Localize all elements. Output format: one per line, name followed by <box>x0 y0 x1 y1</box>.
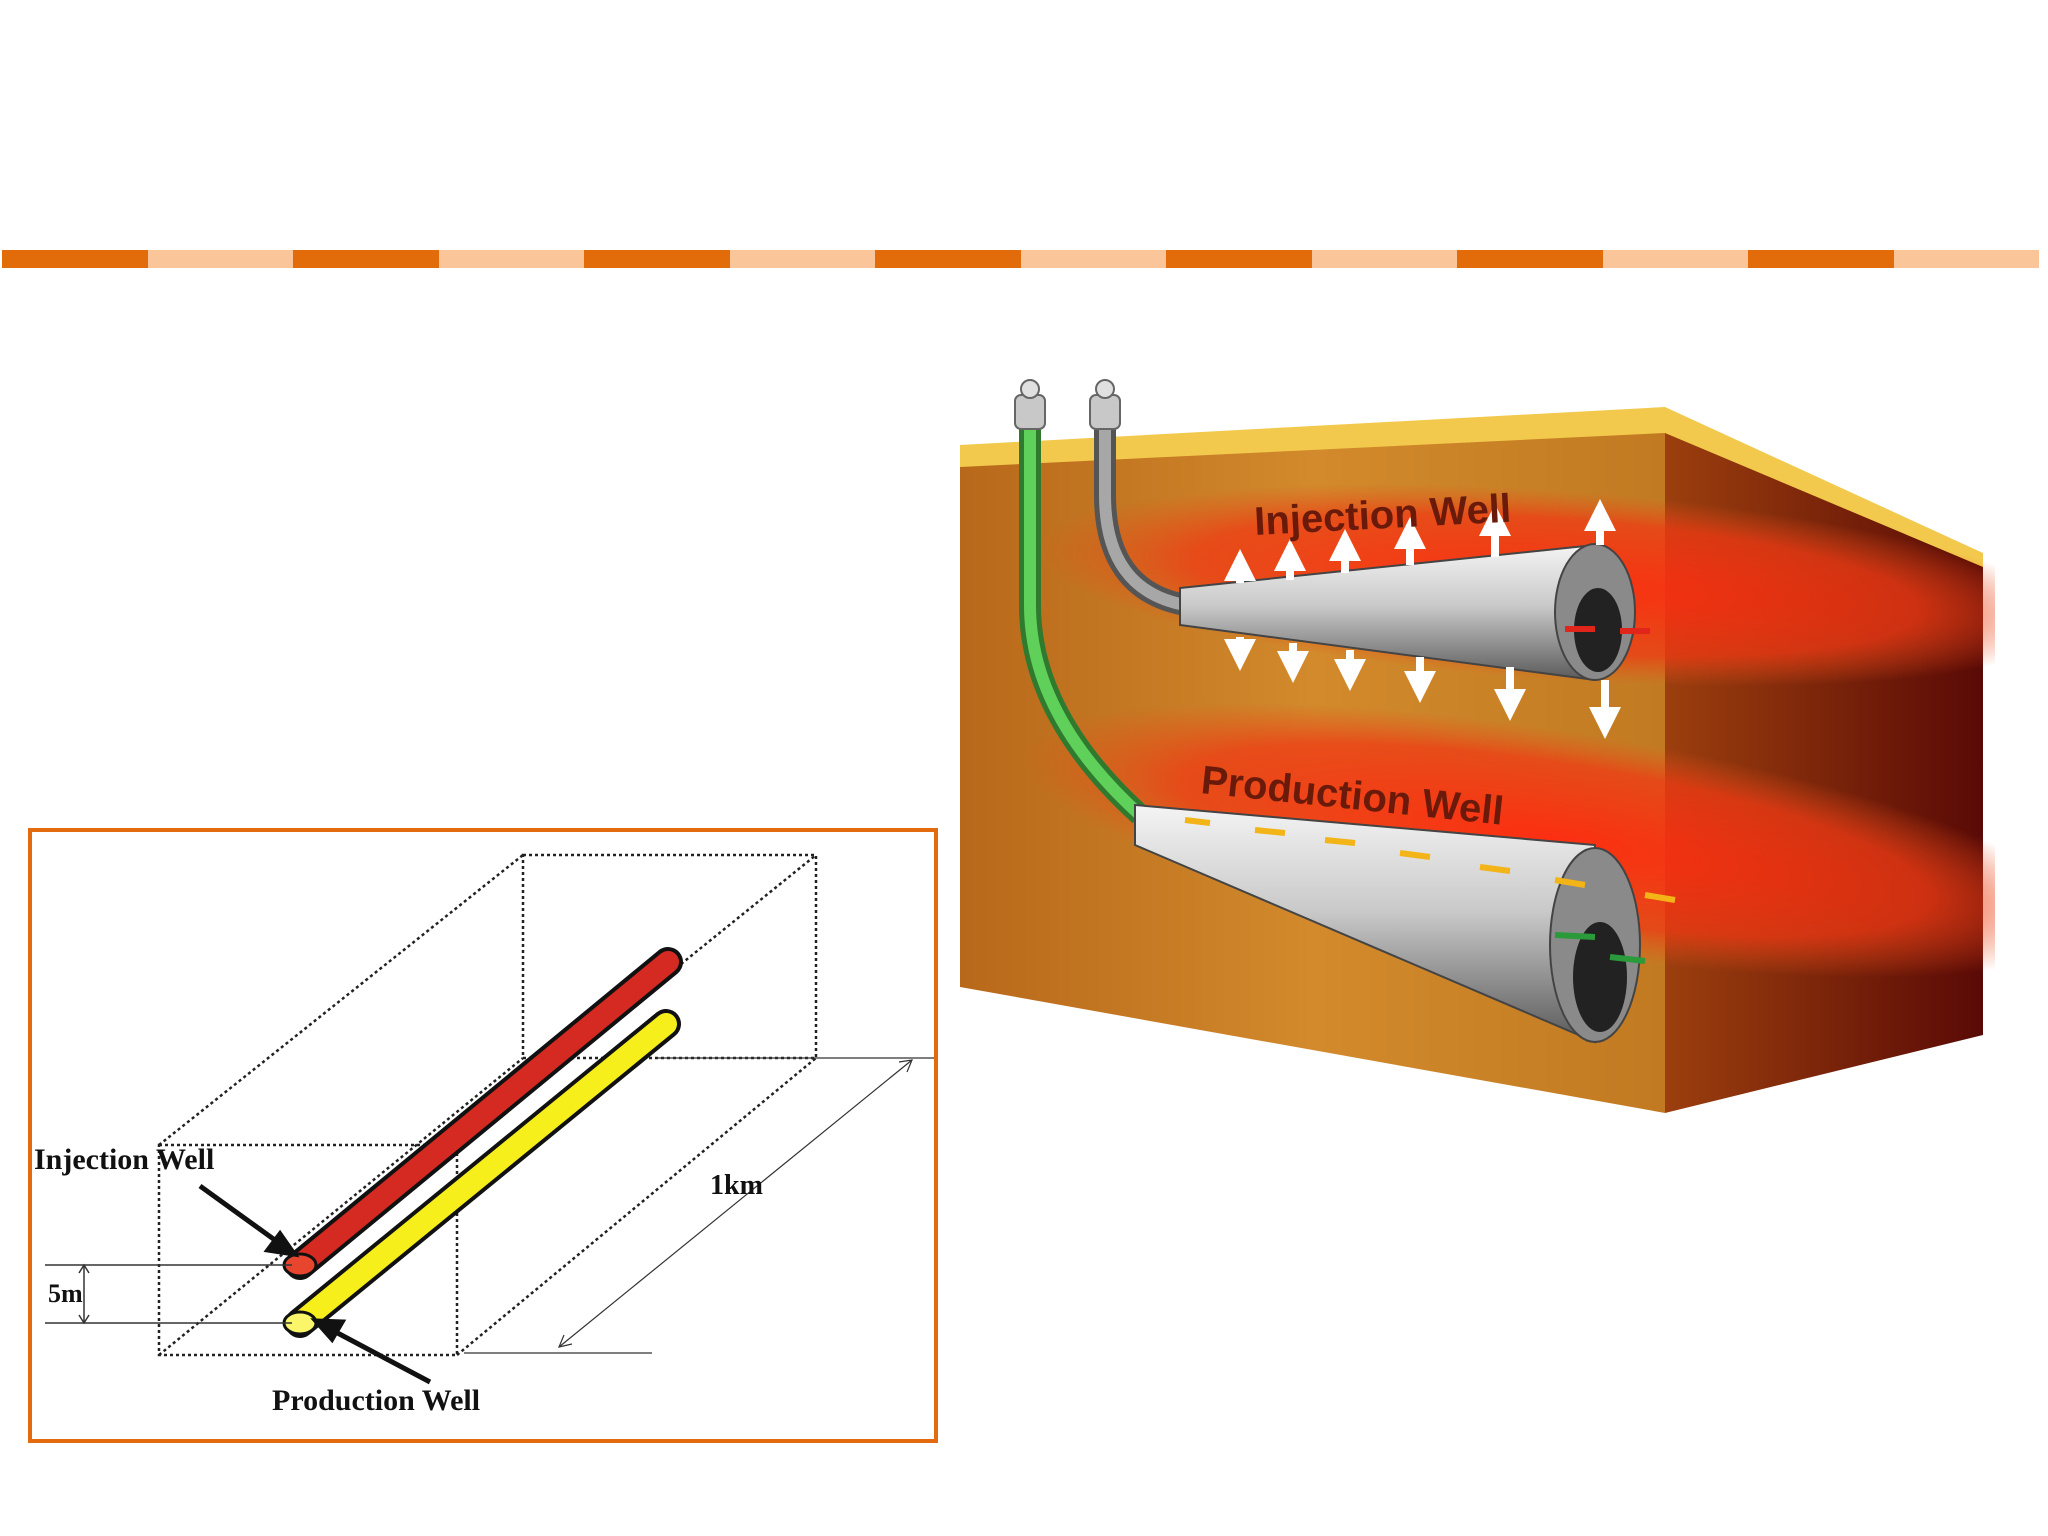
well-illustration: Injection Well Production Well <box>955 375 2048 1135</box>
spacing-label: 5m <box>48 1279 83 1308</box>
ground-surface <box>960 407 1983 567</box>
stripe-segment <box>293 250 439 268</box>
schematic-injection-pipe <box>282 947 683 1280</box>
stripe-segment <box>729 250 875 268</box>
stripe-segment <box>1893 250 2039 268</box>
stripe-segment <box>1602 250 1748 268</box>
production-horizontal-pipe <box>1134 803 1641 1044</box>
injection-vertical-pipe-inner <box>1099 425 1187 611</box>
stripe-segment <box>1020 250 1166 268</box>
steam-arrows <box>1224 499 1621 739</box>
length-dimension <box>464 1057 934 1354</box>
illustration-drawing: Injection Well Production Well <box>960 379 2048 1113</box>
steam-chamber-lower <box>1021 702 2048 978</box>
injection-flow-arrows <box>1565 626 1650 634</box>
oil-flow-arrows <box>1184 817 1676 903</box>
schematic-production-label: Production Well <box>272 1384 480 1417</box>
production-vertical-pipe-inner <box>1024 425 1145 820</box>
schematic-injection-label: Injection Well <box>34 1143 214 1176</box>
stripe-segment <box>1457 250 1603 268</box>
injection-wellhead <box>1089 379 1121 430</box>
stripe-segment <box>2 250 148 268</box>
stripe-segment <box>438 250 584 268</box>
stripe-segment <box>1748 250 1894 268</box>
schematic-production-pipe <box>282 1009 681 1338</box>
stripe-segment <box>147 250 293 268</box>
injection-horizontal-pipe <box>1179 543 1636 682</box>
length-label: 1km <box>710 1170 763 1201</box>
production-pointer-arrow <box>310 1318 432 1385</box>
production-flow-arrows <box>1554 932 1646 964</box>
stripe-segment <box>584 250 730 268</box>
injection-pointer-arrow <box>198 1183 300 1258</box>
production-wellhead <box>1014 379 1046 430</box>
header-stripe <box>2 250 2039 268</box>
schematic-diagram: Injection Well Production Well 5m 1km <box>28 828 938 1443</box>
schematic-drawing: Injection Well Production Well 5m 1km <box>34 853 934 1417</box>
stripe-segment <box>1166 250 1312 268</box>
stripe-segment <box>1311 250 1457 268</box>
spacing-dimension <box>45 1263 292 1325</box>
stripe-segment <box>875 250 1021 268</box>
